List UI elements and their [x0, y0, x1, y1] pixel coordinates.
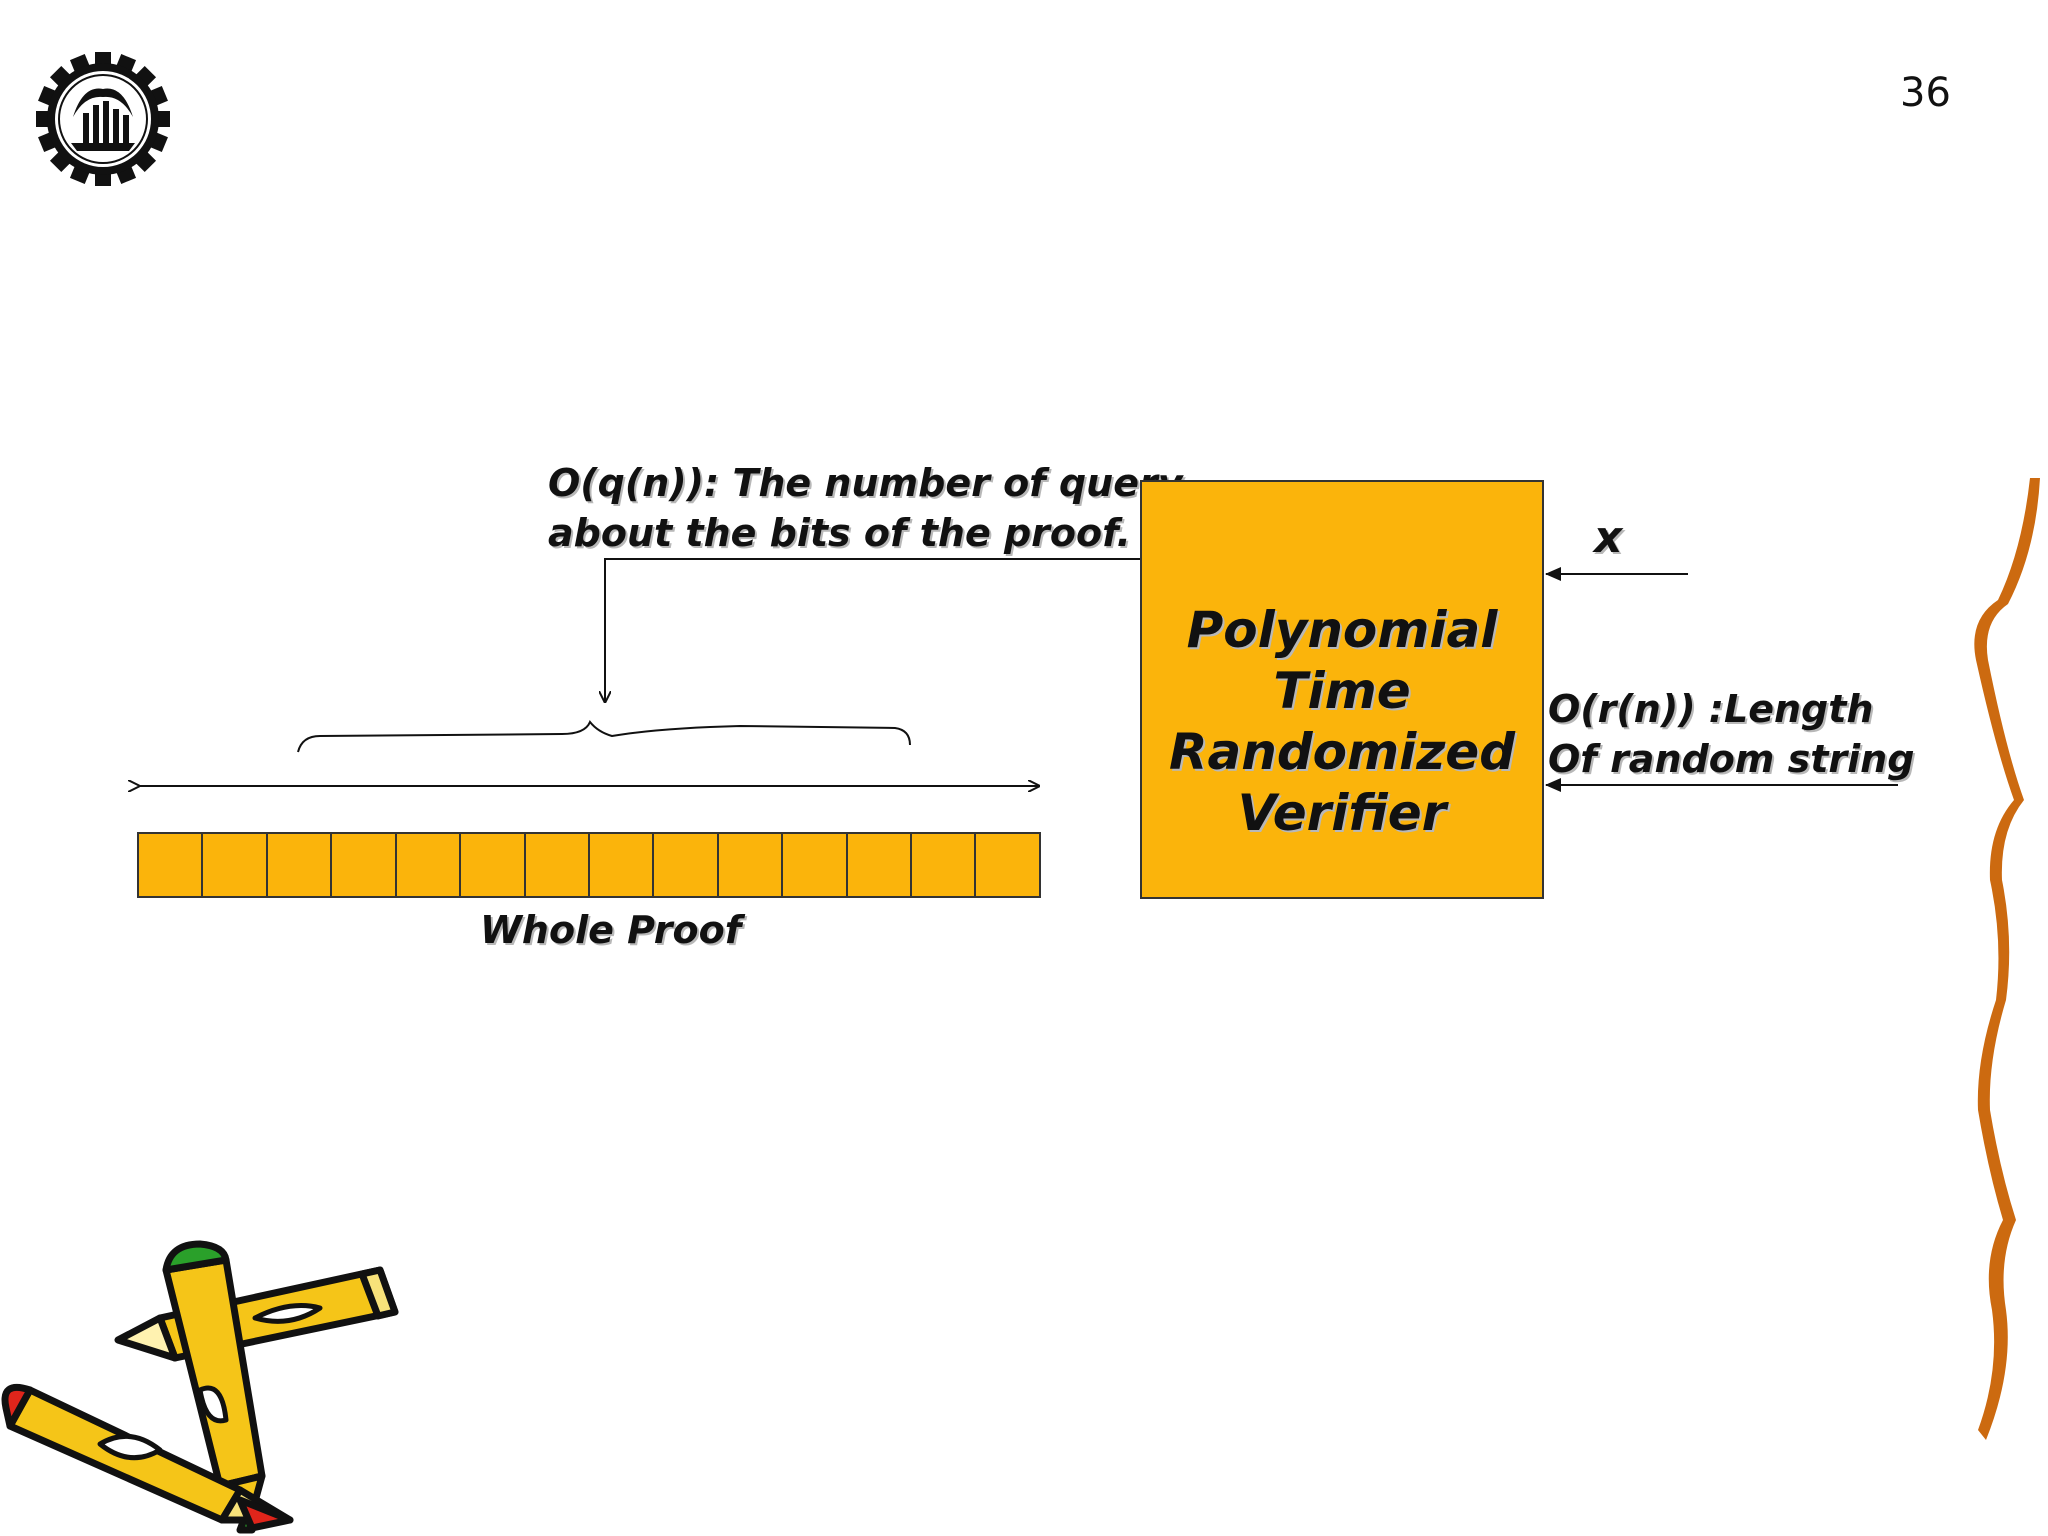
- proof-cell: [589, 834, 655, 896]
- verifier-box: Polynomial Time Randomized Verifier: [1140, 480, 1544, 899]
- proof-cell: [654, 834, 719, 896]
- squiggle-border-decoration: [1974, 478, 2040, 1440]
- query-connector: [605, 558, 1140, 702]
- verifier-label: Polynomial Time Randomized Verifier: [1142, 600, 1542, 844]
- proof-cell: [976, 834, 1039, 896]
- query-label-line-2: about the bits of the proof.: [548, 511, 1131, 555]
- whole-proof-label: Whole Proof: [480, 908, 742, 952]
- verifier-label-line-3: Verifier: [1237, 784, 1447, 842]
- proof-cell: [267, 834, 333, 896]
- pencils-clipart-icon: [1, 1240, 399, 1534]
- query-label-line-1: O(q(n)): The number of query: [548, 461, 1183, 505]
- proof-cell: [783, 834, 848, 896]
- pencil-back: [114, 1266, 399, 1362]
- proof-tape: [137, 832, 1041, 898]
- random-string-label: O(r(n)) :Length Of random string: [1548, 684, 1914, 784]
- university-logo-icon: [36, 52, 170, 186]
- proof-cell: [847, 834, 913, 896]
- page-number: 36: [1900, 70, 1951, 116]
- pencil-front: [1, 1383, 294, 1532]
- query-brace: [297, 720, 911, 753]
- proof-cell: [332, 834, 397, 896]
- proof-cell: [139, 834, 204, 896]
- verifier-label-line-2: Randomized: [1168, 723, 1516, 781]
- query-label: O(q(n)): The number of query about the b…: [548, 458, 1182, 558]
- proof-cell: [203, 834, 268, 896]
- input-x-label: x: [1594, 512, 1623, 563]
- proof-cell: [461, 834, 526, 896]
- proof-cell: [718, 834, 784, 896]
- proof-cell: [396, 834, 462, 896]
- proof-cell: [525, 834, 590, 896]
- proof-cell: [912, 834, 977, 896]
- verifier-label-line-1: Polynomial Time: [1186, 601, 1498, 720]
- random-label-line-2: Of random string: [1548, 737, 1915, 781]
- random-label-line-1: O(r(n)) :Length: [1548, 687, 1874, 731]
